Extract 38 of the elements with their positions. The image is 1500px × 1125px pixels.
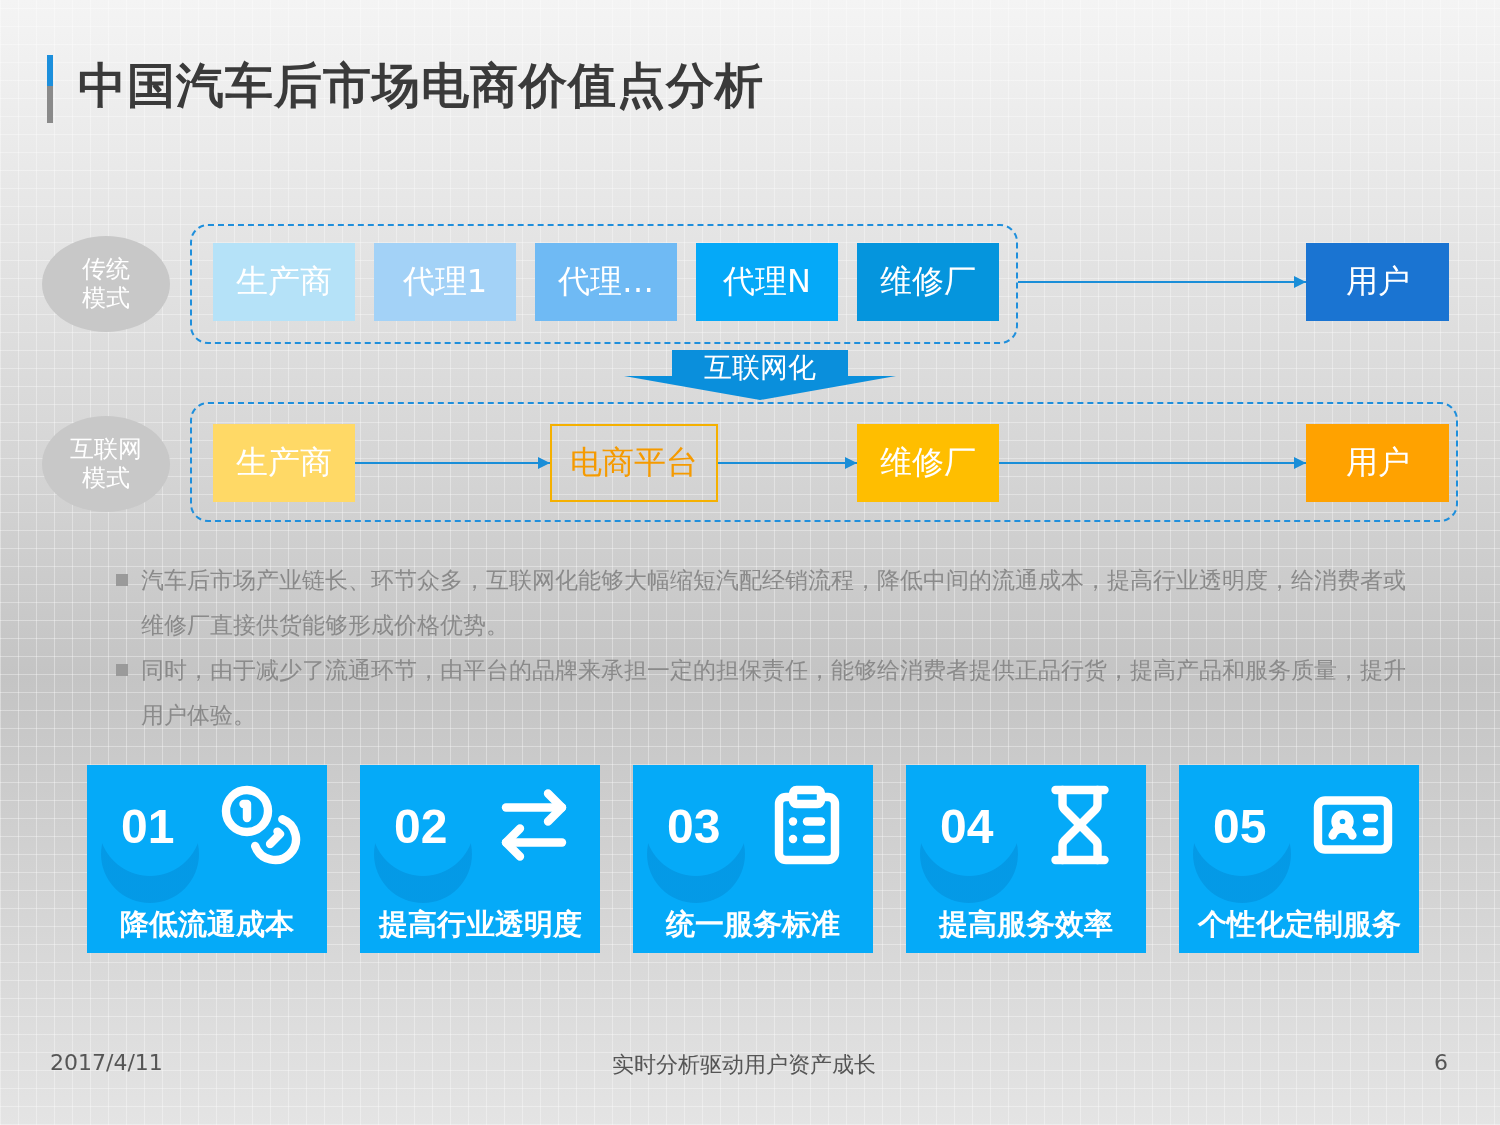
process-box: 维修厂 xyxy=(857,243,999,321)
process-box: 用户 xyxy=(1306,243,1449,321)
arrow xyxy=(998,457,1307,469)
arrow xyxy=(717,457,858,469)
card-title: 降低流通成本 xyxy=(119,906,295,943)
feature-card xyxy=(906,765,1146,953)
process-box: 代理1 xyxy=(374,243,516,321)
process-box: 电商平台 xyxy=(550,424,718,502)
paragraph: 同时，由于减少了流通环节，由平台的品牌来承担一定的担保责任，能够给消费者提供正品行货，提高产品和服务质量，提升用户体验。 xyxy=(141,656,1407,730)
card-title: 统一服务标准 xyxy=(664,906,841,943)
process-box: 用户 xyxy=(1306,424,1449,502)
card-number: 04 xyxy=(940,799,994,854)
card-number: 02 xyxy=(394,799,448,854)
card-number: 01 xyxy=(121,799,175,854)
title: 中国汽车后市场电商价值点分析 xyxy=(78,56,764,115)
process-box: 代理N xyxy=(696,243,838,321)
paragraph: 汽车后市场产业链长、环节众多，互联网化能够大幅缩短汽配经销流程，降低中间的流通成本，提高行业透明度，给消费者或维修厂直接供货能够形成价格优势。 xyxy=(141,566,1407,640)
date: 2017/4/11 xyxy=(50,1050,163,1075)
feature-card xyxy=(633,765,873,953)
card-number: 03 xyxy=(667,799,721,854)
footer-slogan: 实时分析驱动用户资产成长 xyxy=(612,1051,876,1079)
card-title: 提高行业透明度 xyxy=(377,906,583,943)
card-number: 05 xyxy=(1213,799,1267,854)
process-box: 维修厂 xyxy=(857,424,999,502)
feature-card xyxy=(1179,765,1419,953)
banner-label: 互联网化 xyxy=(704,350,816,386)
card-title: 提高服务效率 xyxy=(937,906,1114,943)
feature-card xyxy=(360,765,600,953)
arrow xyxy=(1017,276,1307,288)
process-box: 生产商 xyxy=(213,424,355,502)
feature-card xyxy=(87,765,327,953)
page-number: 6 xyxy=(1434,1050,1448,1075)
process-box: 代理… xyxy=(535,243,677,321)
arrow xyxy=(354,457,551,469)
card-title: 个性化定制服务 xyxy=(1196,906,1402,943)
dashed-group-frame xyxy=(190,224,1018,344)
process-box: 生产商 xyxy=(213,243,355,321)
dashed-group-frame xyxy=(190,402,1458,522)
